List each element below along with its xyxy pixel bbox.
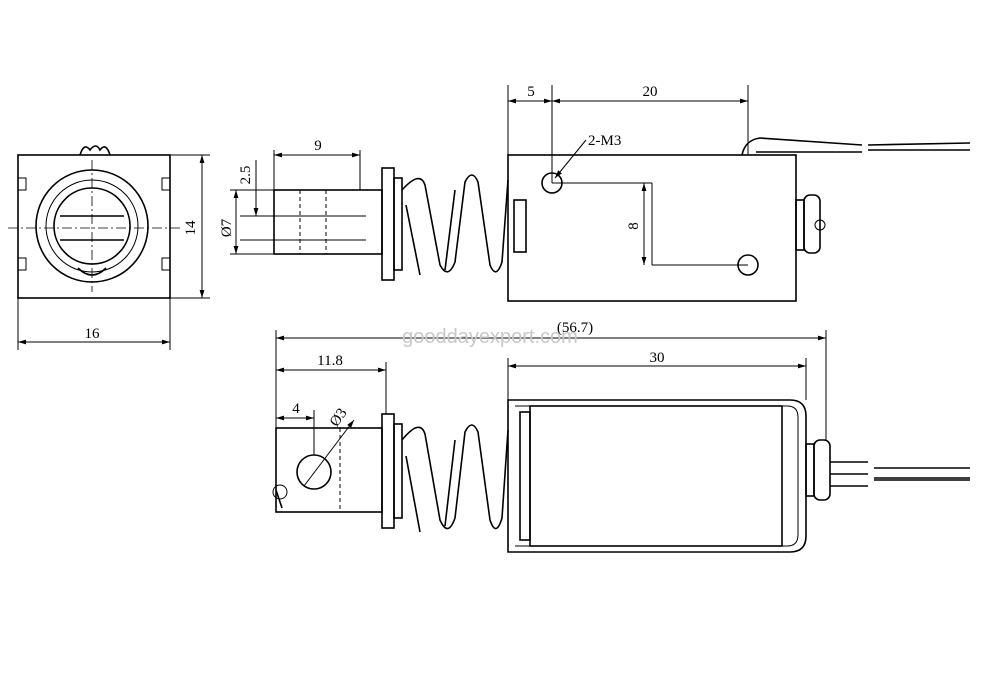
plunger-length-label: 9 <box>314 138 322 154</box>
hole-spacing-v-label: 8 <box>626 222 642 230</box>
hole-offset-label: 4 <box>292 401 300 417</box>
wire-loop-icon <box>79 145 111 156</box>
top-offset-label: 5 <box>527 84 535 100</box>
overall-length-label: (56.7) <box>557 320 593 336</box>
extended-length-label: 11.8 <box>317 353 343 369</box>
mount-holes-label: 2-M3 <box>588 133 621 149</box>
side-view <box>272 399 970 553</box>
hole-diameter-label: Ø3 <box>327 406 351 430</box>
frame-length-label: 30 <box>650 350 665 366</box>
slot-width-label: 2.5 <box>238 166 254 185</box>
end-view <box>8 145 180 299</box>
end-width-label: 16 <box>85 326 101 342</box>
hole-spacing-h-label: 20 <box>643 84 658 100</box>
end-height-label: 14 <box>183 220 199 236</box>
plunger-diameter-label: Ø7 <box>219 218 235 237</box>
top-view <box>273 137 971 302</box>
watermark: gooddayexport.com <box>402 326 578 348</box>
